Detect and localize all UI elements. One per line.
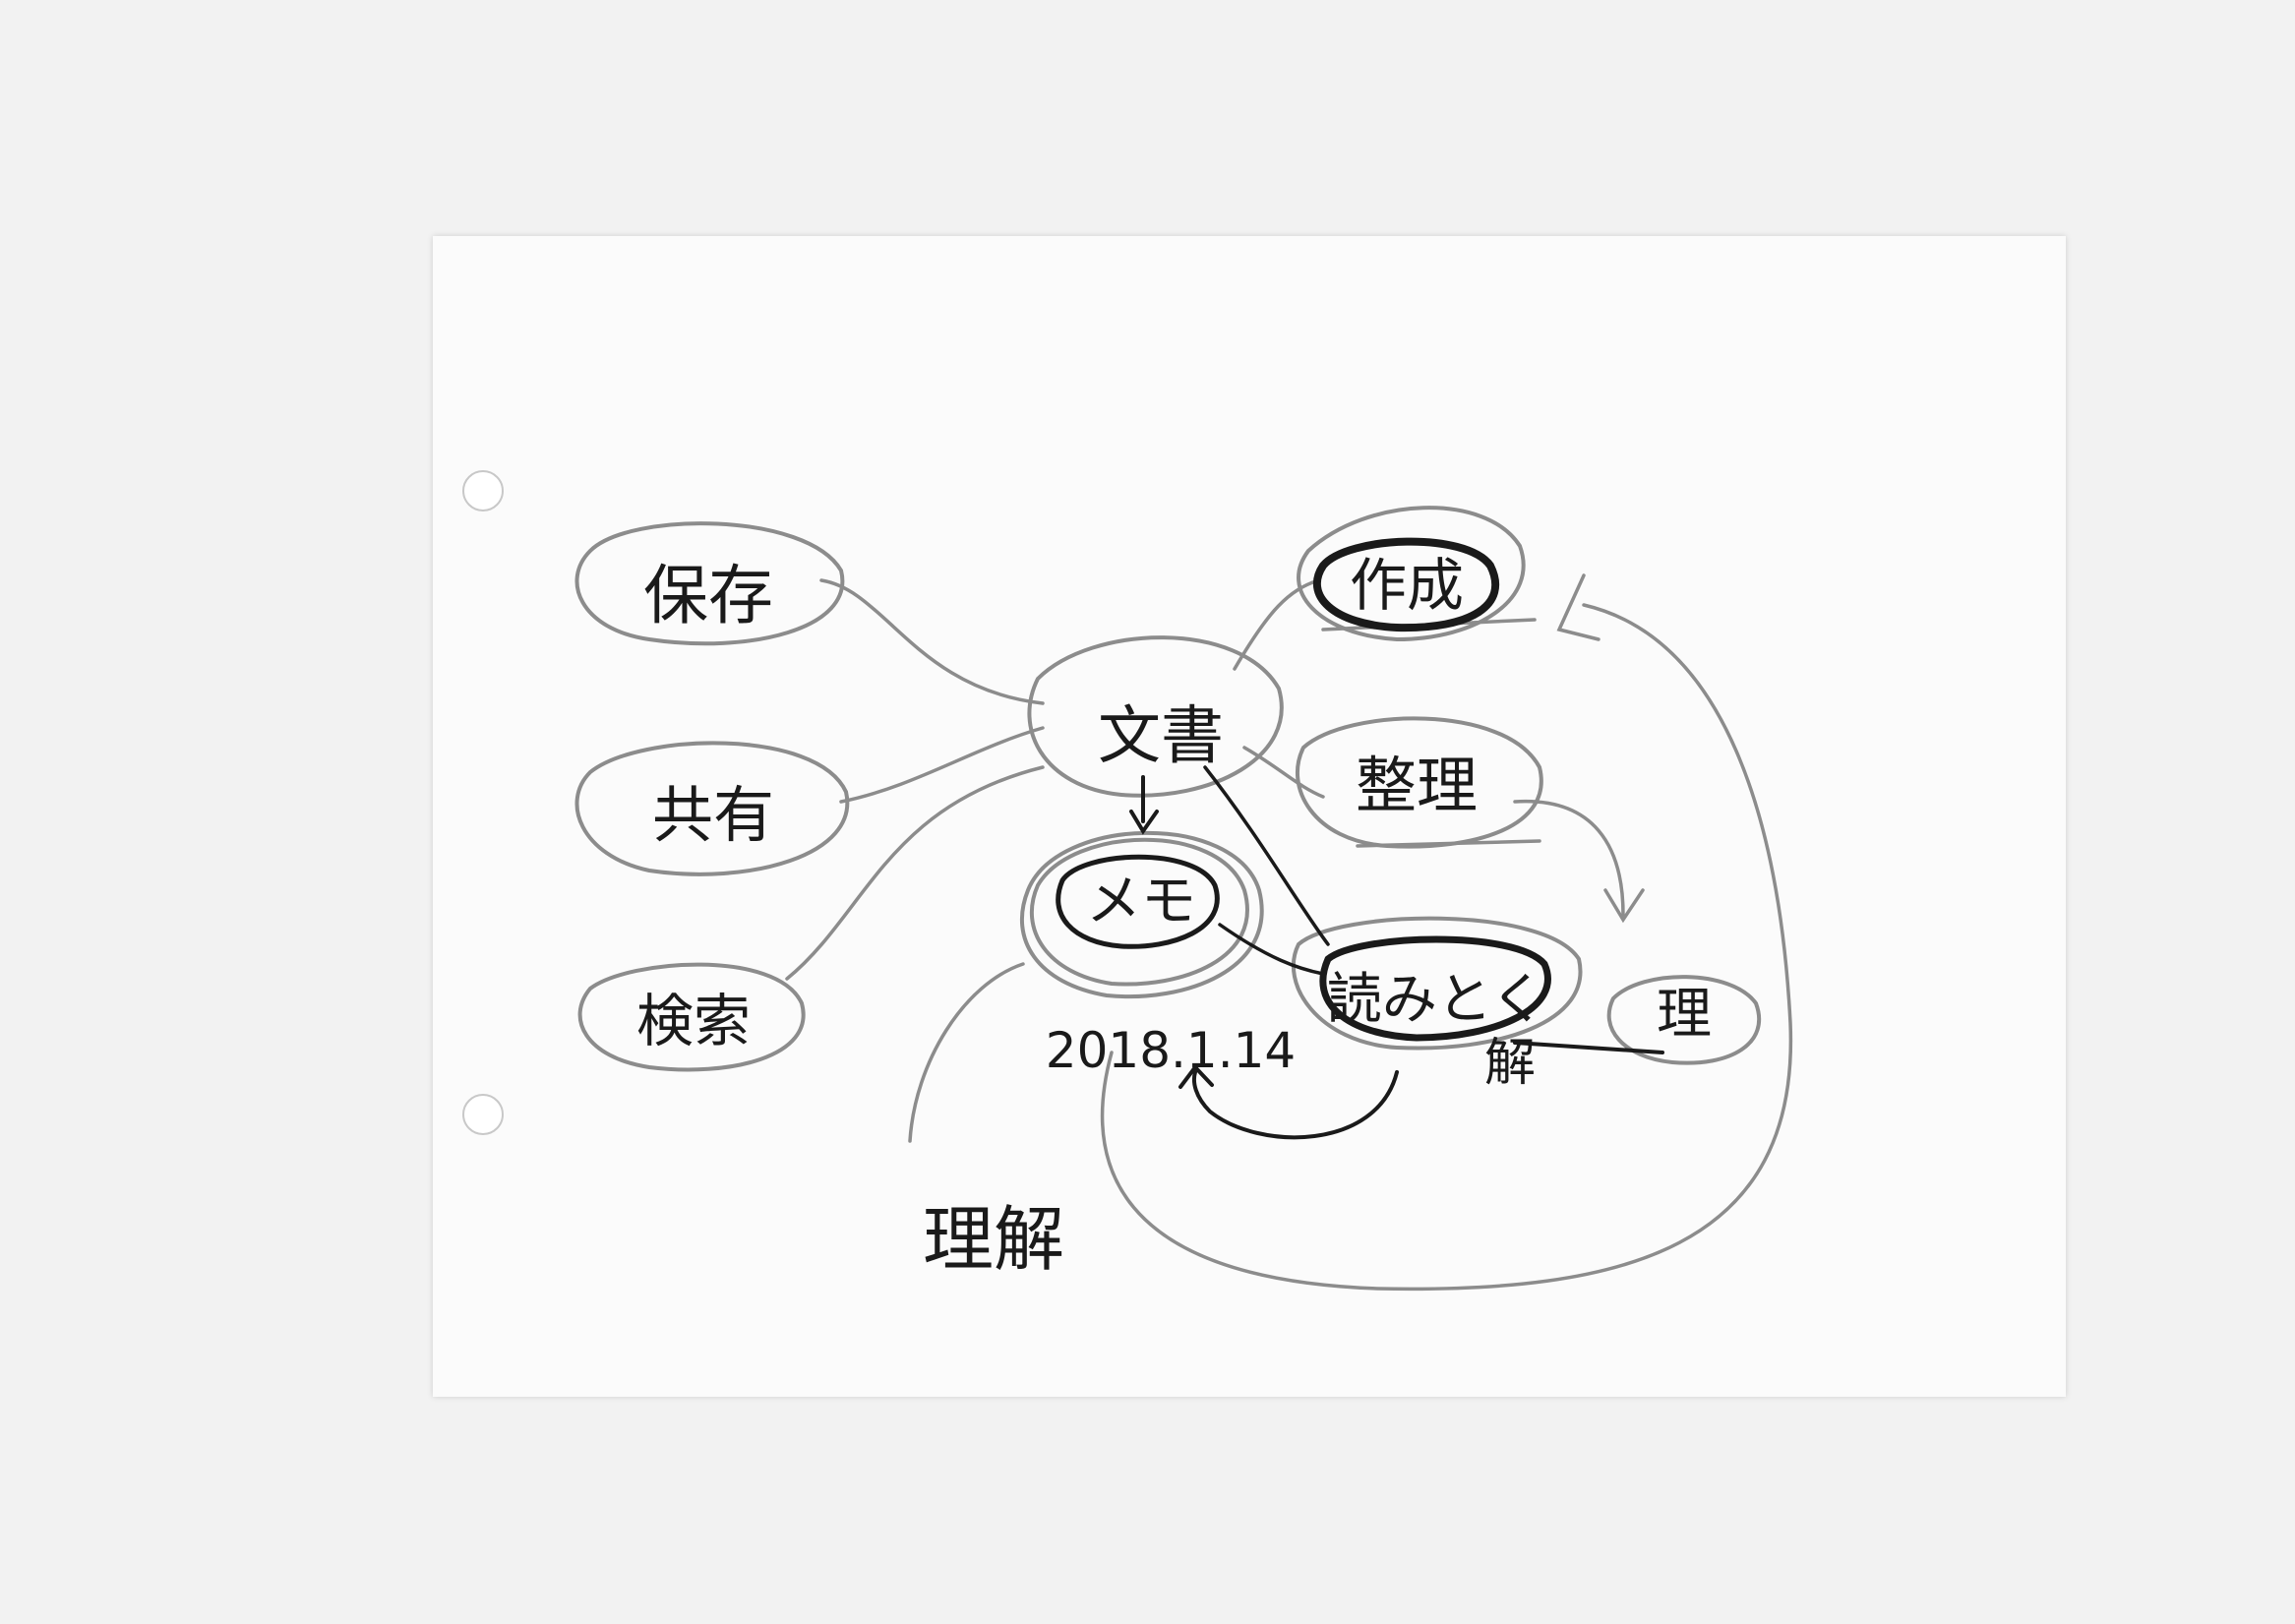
link-seiri-ri-arrow	[1513, 799, 1625, 917]
paper-sheet	[433, 236, 2066, 1397]
punch-hole-bottom	[462, 1094, 504, 1135]
node-kensaku: 検索	[636, 988, 751, 1054]
understanding-label: 理解	[923, 1198, 1064, 1281]
oval-yomitoku-ink	[1319, 935, 1551, 1042]
oval-bunsho	[1027, 635, 1284, 798]
annotation-kai: 解	[1484, 1034, 1536, 1093]
oval-ri	[1606, 975, 1762, 1065]
link-bunsho-sakusei	[1233, 578, 1320, 671]
oval-kyouyuu	[574, 741, 850, 876]
oval-memo-ink	[1056, 854, 1220, 949]
node-hozon: 保存	[643, 558, 773, 633]
oval-memo-ring-1	[1029, 837, 1249, 987]
arrowhead-date	[1178, 1063, 1214, 1089]
node-seiri: 整理	[1356, 750, 1478, 821]
node-memo: メモ	[1086, 870, 1196, 933]
node-sakusei: 作成	[1350, 552, 1464, 619]
oval-yomitoku-outer	[1292, 916, 1583, 1051]
seiri-underline	[1356, 839, 1541, 848]
node-yomitoku: 読みとく	[1327, 968, 1545, 1032]
oval-sakusei-ink	[1313, 537, 1500, 632]
link-memo-yomitoku	[1218, 923, 1325, 976]
link-kensaku-bunsho	[785, 765, 1045, 981]
arrowhead-sakusei	[1556, 573, 1600, 641]
arrowhead-memo	[1129, 810, 1159, 835]
oval-hozon	[574, 521, 845, 646]
date-label: 2018.1.14	[1046, 1022, 1296, 1079]
arrowhead-ri	[1603, 888, 1645, 924]
link-rikai-memo	[908, 962, 1025, 1143]
oval-seiri	[1295, 716, 1543, 849]
oval-kensaku	[577, 962, 806, 1072]
link-bunsho-seiri	[1242, 746, 1325, 799]
oval-memo-ring-2	[1019, 830, 1264, 999]
link-yomitoku-date	[1191, 1070, 1399, 1140]
node-bunsho: 文書	[1098, 700, 1224, 773]
link-kyouyuu-bunsho	[839, 726, 1045, 804]
oval-sakusei-outer	[1297, 506, 1526, 642]
node-ri: 理	[1657, 983, 1712, 1047]
punch-hole-top	[462, 470, 504, 511]
link-bunsho-yomitoku	[1203, 765, 1330, 946]
link-yomitoku-sakusei-loop	[1100, 603, 1793, 1292]
link-hozon-bunsho	[819, 578, 1045, 705]
node-kyouyuu: 共有	[652, 779, 774, 851]
ri-underline	[1513, 1041, 1664, 1054]
